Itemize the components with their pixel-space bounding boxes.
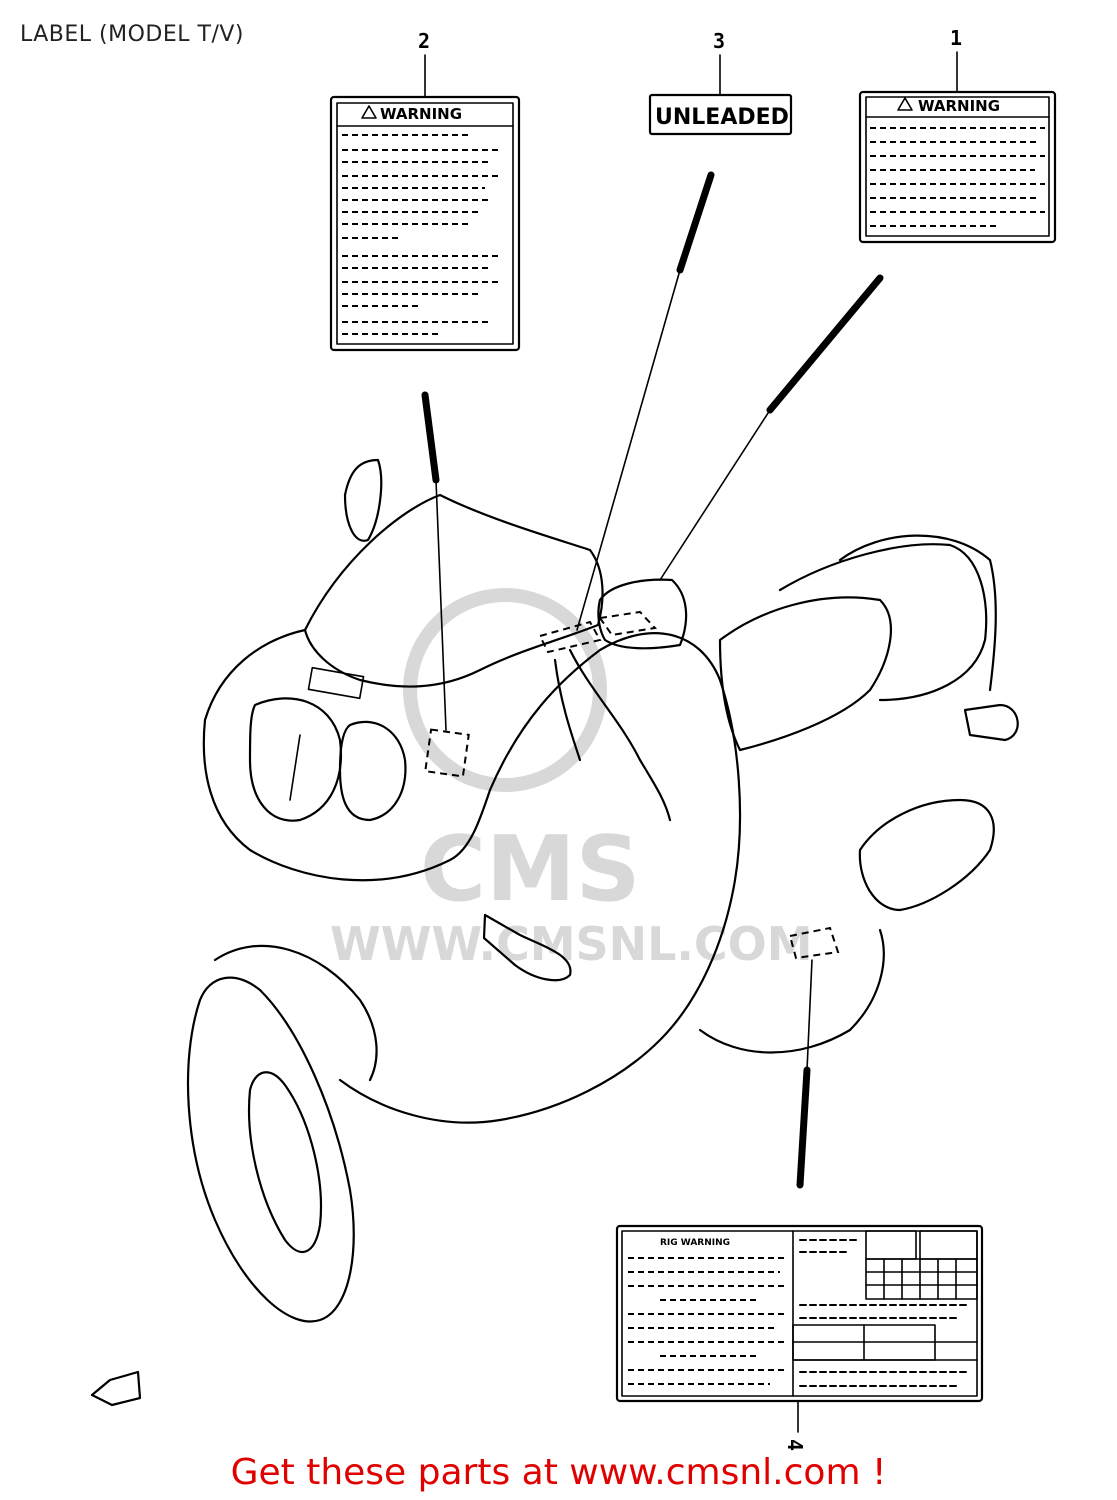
leader-line-1 [766,274,884,414]
callout-1: 1 [950,26,962,50]
label-3-unleaded: UNLEADED [648,93,793,136]
motorcycle-illustration [186,458,1019,1323]
warning-triangle-icon [361,105,377,119]
warning-triangle-icon [897,97,913,111]
label-position-1 [598,610,658,637]
label-1-heading: WARNING [918,97,1000,115]
label-4-table [792,1230,978,1387]
front-arrow-icon [90,1370,142,1407]
label-2-warning: WARNING [329,95,521,352]
label-4-heading: RIG WARNING [660,1238,730,1248]
watermark: CMS WWW.CMSNL.COM [330,588,813,971]
leader-line-3 [676,171,715,274]
label-position-3 [538,620,602,654]
label-position-2 [424,728,470,778]
callout-2: 2 [418,29,430,53]
label-4-spec: RIG WARNING [615,1224,984,1403]
label-1-warning: WARNING [858,90,1057,244]
callout-4: 4 [783,1439,807,1451]
watermark-url: WWW.CMSNL.COM [330,917,813,971]
watermark-brand: CMS [420,817,640,922]
callout-3: 3 [713,29,725,53]
leader-line-2 [421,391,440,484]
page-title: LABEL (MODEL T/V) [20,22,245,47]
label-1-text-lines [870,127,1045,227]
leader-line-4 [796,1066,811,1189]
label-position-4 [788,926,840,960]
footer-link[interactable]: Get these parts at www.cmsnl.com ! [230,1452,887,1493]
label-3-text: UNLEADED [655,105,789,130]
label-2-text-lines [342,134,500,335]
label-2-heading: WARNING [380,105,462,123]
label-4-text-lines [628,1257,785,1385]
